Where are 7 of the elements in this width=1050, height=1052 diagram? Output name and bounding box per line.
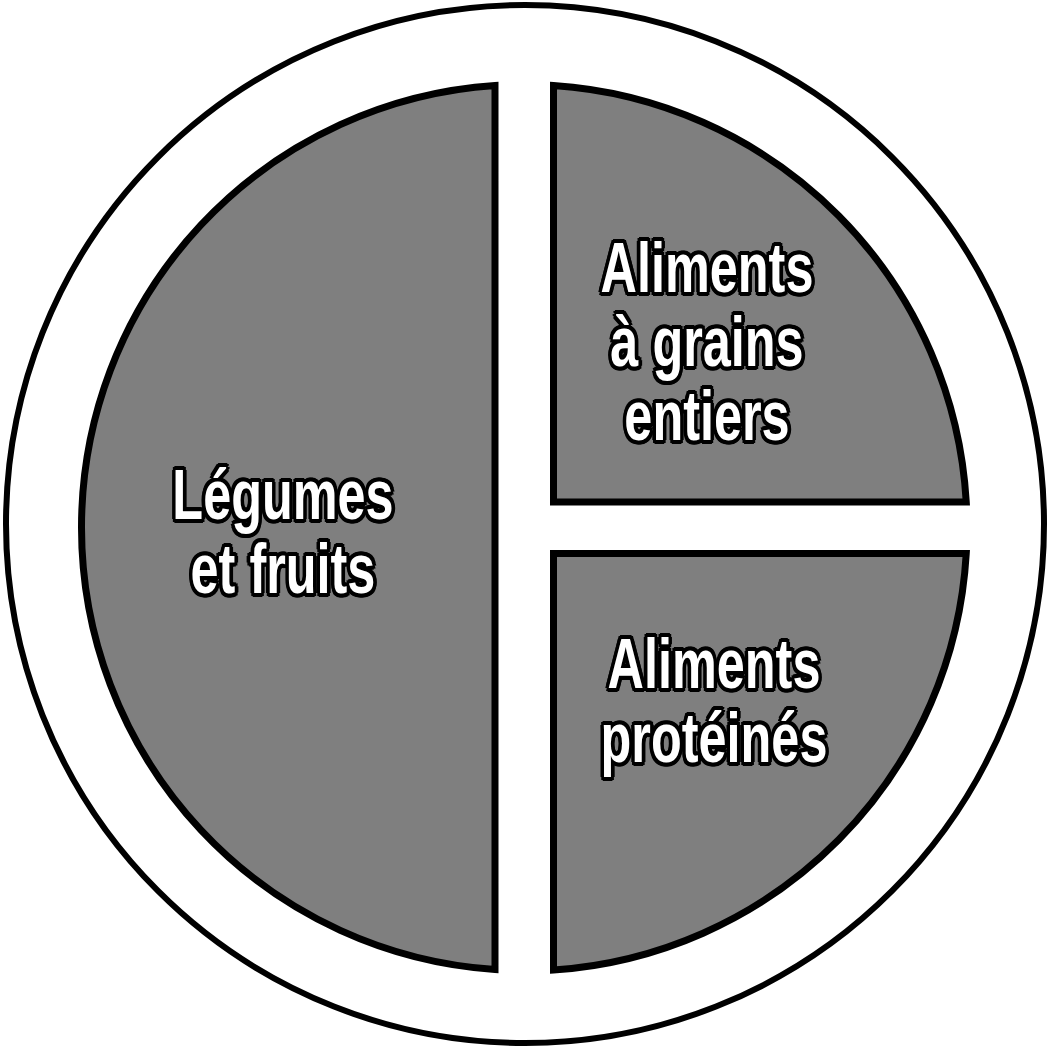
section-label: Aliments à grains entiers [599, 231, 815, 453]
section-label: Aliments protéinés [599, 627, 829, 775]
plate-section [77, 82, 498, 974]
plate [3, 2, 1047, 1046]
plate-section [550, 550, 970, 974]
section-label: Légumes et fruits [171, 458, 395, 606]
plate-section [550, 82, 970, 506]
